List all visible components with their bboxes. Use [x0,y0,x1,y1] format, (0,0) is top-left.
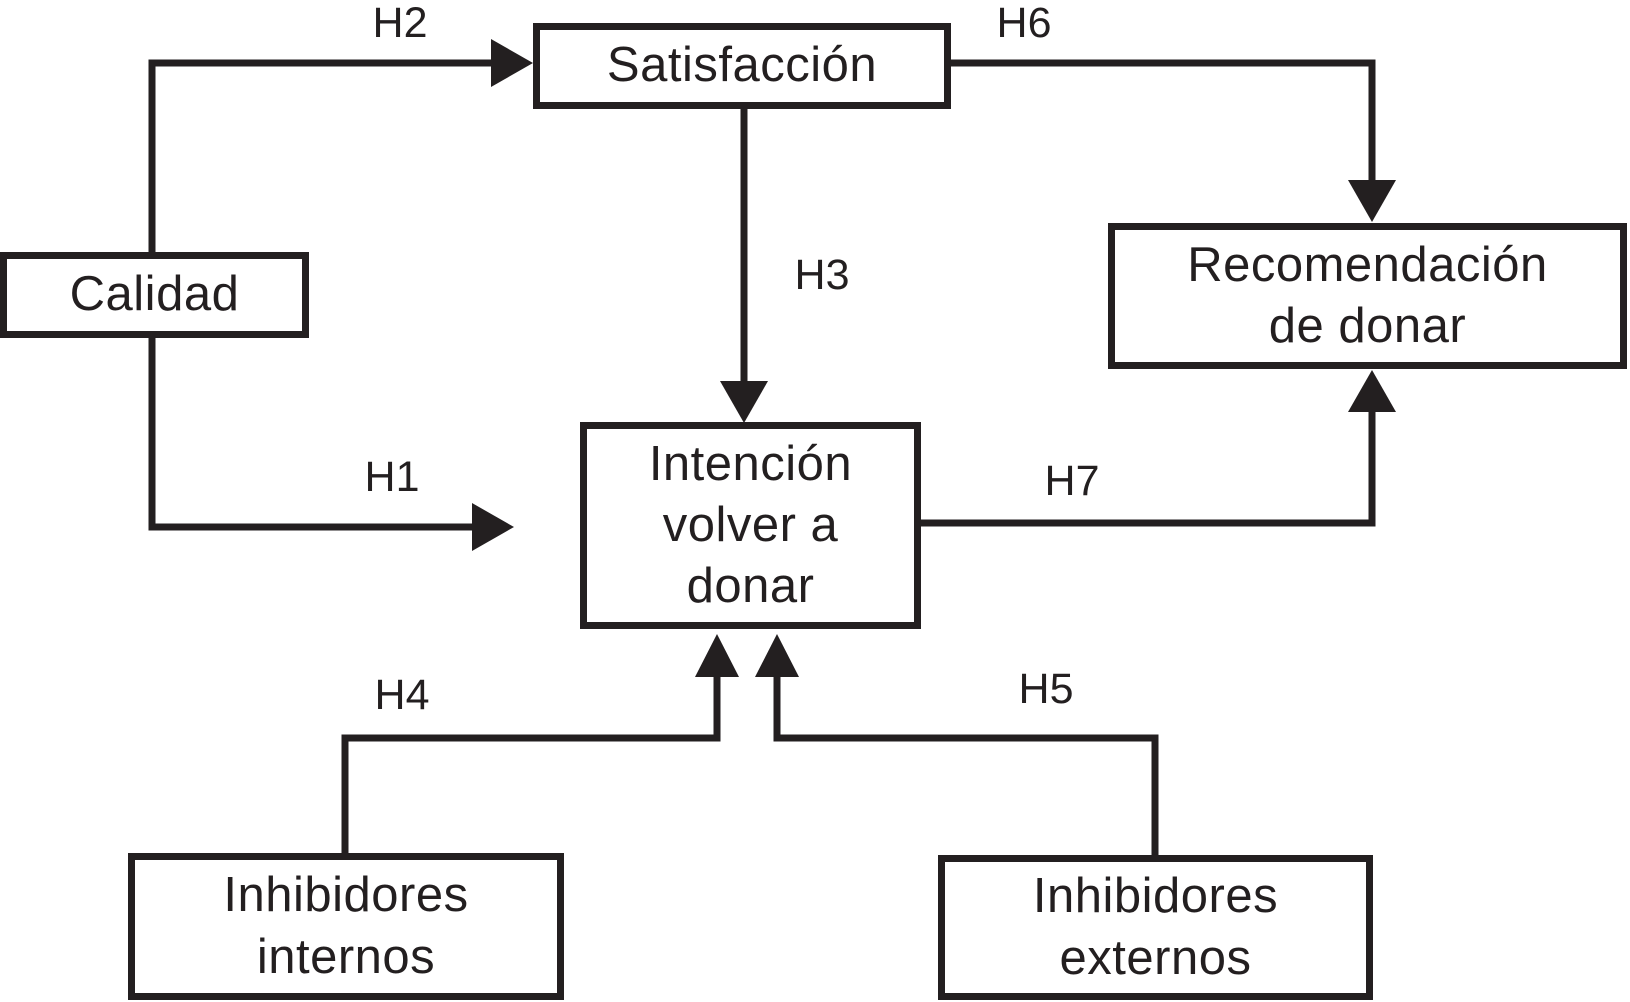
h6-arrowhead-icon [1348,180,1396,222]
edge-h2-arrow [148,39,533,256]
node-satisfaccion: Satisfacción [533,23,951,109]
h7-arrowhead-icon [1348,370,1396,412]
edge-h5-arrow [755,634,1159,859]
edge-label-h4: H4 [374,671,430,719]
edge-h6-arrow [946,59,1396,222]
node-calidad: Calidad [0,252,309,338]
node-recomendacion-de-donar: Recomendación de donar [1108,223,1627,369]
edge-h3-arrow [720,104,768,423]
edge-label-h1: H1 [364,453,420,501]
h5-arrowhead-icon [755,634,799,677]
node-inhibidores-externos: Inhibidores externos [938,855,1373,1000]
edge-label-h3: H3 [794,251,850,299]
edge-label-h6: H6 [996,0,1052,47]
node-intencion-volver-a-donar: Intención volver a donar [580,422,921,629]
edge-label-h2: H2 [372,0,428,47]
h2-arrowhead-icon [491,39,533,87]
h3-arrowhead-icon [720,381,768,423]
edge-h7-arrow [916,370,1396,527]
h1-arrowhead-icon [472,503,514,551]
edge-label-h7: H7 [1044,457,1100,505]
h4-arrowhead-icon [695,634,739,677]
node-inhibidores-internos: Inhibidores internos [128,853,564,1000]
edge-label-h5: H5 [1018,665,1074,713]
edge-h4-arrow [341,634,739,857]
edge-h1-arrow [148,333,514,551]
